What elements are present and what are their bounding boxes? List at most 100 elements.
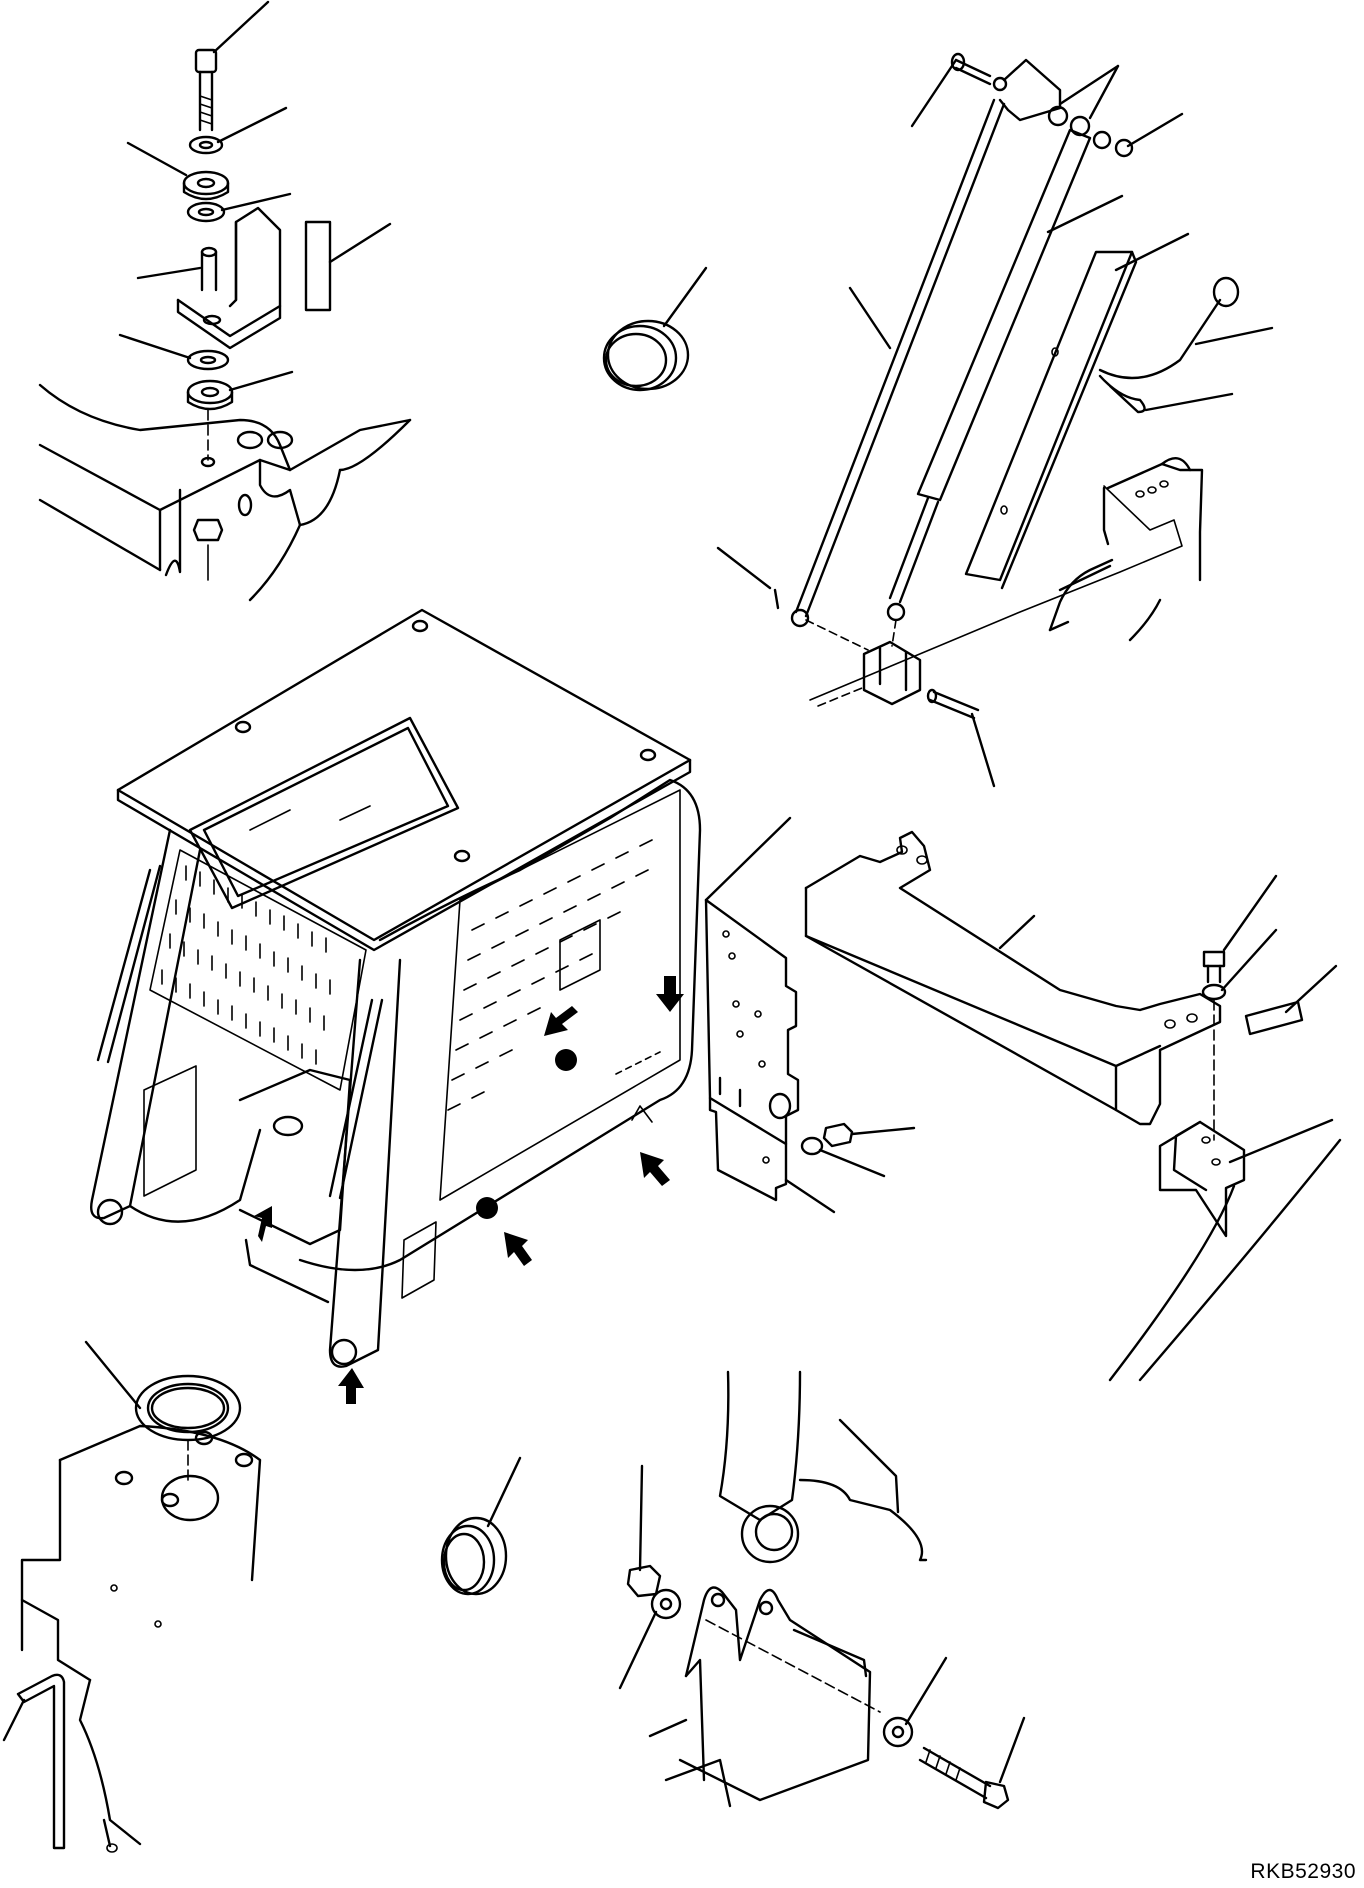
leader-line [638, 1464, 644, 1572]
bolt-thread [199, 95, 213, 125]
leader-line [1058, 64, 1120, 106]
washer [186, 349, 230, 371]
arrow-icon [640, 1152, 670, 1186]
handrail-front [328, 998, 384, 1200]
roof-panel [116, 608, 692, 942]
hex-nut [192, 518, 224, 542]
mount-bracket [176, 206, 282, 338]
leader-line [618, 1610, 658, 1690]
washer [1047, 105, 1069, 127]
bolt-head [194, 48, 218, 74]
leader-line [1284, 964, 1338, 1014]
leader-line [848, 286, 892, 350]
roof-hatch [188, 716, 460, 910]
leader-line [1222, 874, 1278, 952]
washer [1069, 115, 1091, 137]
leader-line [220, 192, 292, 212]
base-frame [58, 1424, 262, 1582]
leader-line [1126, 112, 1184, 148]
arrow-icon [254, 1206, 272, 1242]
reference-code: RKB52930 [1250, 1860, 1356, 1883]
leader-line [328, 222, 392, 264]
cross-beam-assembly [804, 830, 1342, 1382]
base-seal-assembly [2, 1340, 262, 1853]
label-plate [304, 220, 332, 312]
leader-line [136, 266, 202, 280]
gas-spring-body [916, 128, 1092, 502]
leader-line [662, 266, 708, 328]
washer [650, 1588, 682, 1620]
split-pin [773, 588, 780, 610]
leader-line [998, 1716, 1026, 1784]
guard-lower-frame [128, 1128, 262, 1223]
side-mesh [143, 849, 367, 1197]
washer [882, 1716, 914, 1748]
front-mesh [401, 789, 681, 1299]
leader-line [84, 1340, 142, 1410]
arrow-icon [338, 1368, 364, 1404]
direction-arrows [254, 976, 684, 1404]
hex-nut [1092, 130, 1112, 150]
hex-key [16, 1673, 66, 1850]
leader-line [118, 333, 192, 360]
clevis-pin [928, 690, 980, 720]
leader-line [216, 106, 288, 144]
bolt-head [1202, 950, 1226, 968]
leader-line [486, 1456, 522, 1528]
post-bushing [96, 1198, 124, 1226]
leader-line [910, 58, 958, 128]
hex-nut [822, 1122, 854, 1148]
rubber-mount [186, 379, 234, 405]
plug [555, 1049, 577, 1071]
arrow-icon [504, 1232, 532, 1266]
leader-line [716, 546, 772, 590]
leader-line [704, 816, 792, 902]
post-pivot-assembly [618, 1370, 1026, 1810]
frame-mount [1158, 1120, 1246, 1238]
post-tube [718, 1370, 802, 1522]
leader-line [784, 1178, 836, 1214]
bolt-shank [918, 1746, 992, 1800]
leader-line [126, 141, 188, 177]
leader-line [1114, 232, 1190, 272]
spacer-sleeve [200, 250, 218, 292]
hex-nut [1114, 138, 1134, 158]
leader-line [1144, 392, 1234, 412]
bolt-shank [1206, 964, 1222, 984]
grommet-upper [602, 266, 708, 392]
leader-line [212, 0, 270, 54]
bolt-head [982, 1780, 1010, 1810]
leader-line [904, 1656, 948, 1726]
guard-left-post [90, 828, 202, 1220]
support-rod [794, 98, 1006, 618]
lock-pin [1098, 374, 1146, 414]
leader-line [2, 1698, 26, 1742]
rubber-mount [182, 170, 230, 196]
hex-nut [626, 1564, 662, 1598]
leader-line [1194, 326, 1274, 346]
washer [186, 201, 226, 223]
arrow-icon [656, 976, 684, 1012]
label-tag [1244, 1000, 1304, 1036]
bolt [954, 58, 992, 86]
grommet-lower [440, 1456, 522, 1596]
mounting-plate [704, 816, 916, 1214]
post-bushing [330, 1338, 358, 1366]
leader-line [1046, 194, 1124, 234]
lower-clevis [862, 640, 922, 706]
post-bushing [740, 1504, 800, 1564]
leader-line [1220, 928, 1278, 992]
leader-line [228, 370, 294, 392]
leader-line [850, 1126, 916, 1136]
plug [476, 1197, 498, 1219]
cross-beam [804, 830, 1222, 1126]
arrow-icon [544, 1006, 578, 1036]
pivot-bracket [678, 1586, 872, 1802]
cab-guard-assembly [90, 608, 702, 1404]
frame-outline [38, 383, 412, 472]
gas-spring-rod [888, 496, 940, 604]
washer [800, 1136, 824, 1156]
gas-strut-assembly [716, 52, 1274, 788]
leader-line [818, 1148, 886, 1178]
